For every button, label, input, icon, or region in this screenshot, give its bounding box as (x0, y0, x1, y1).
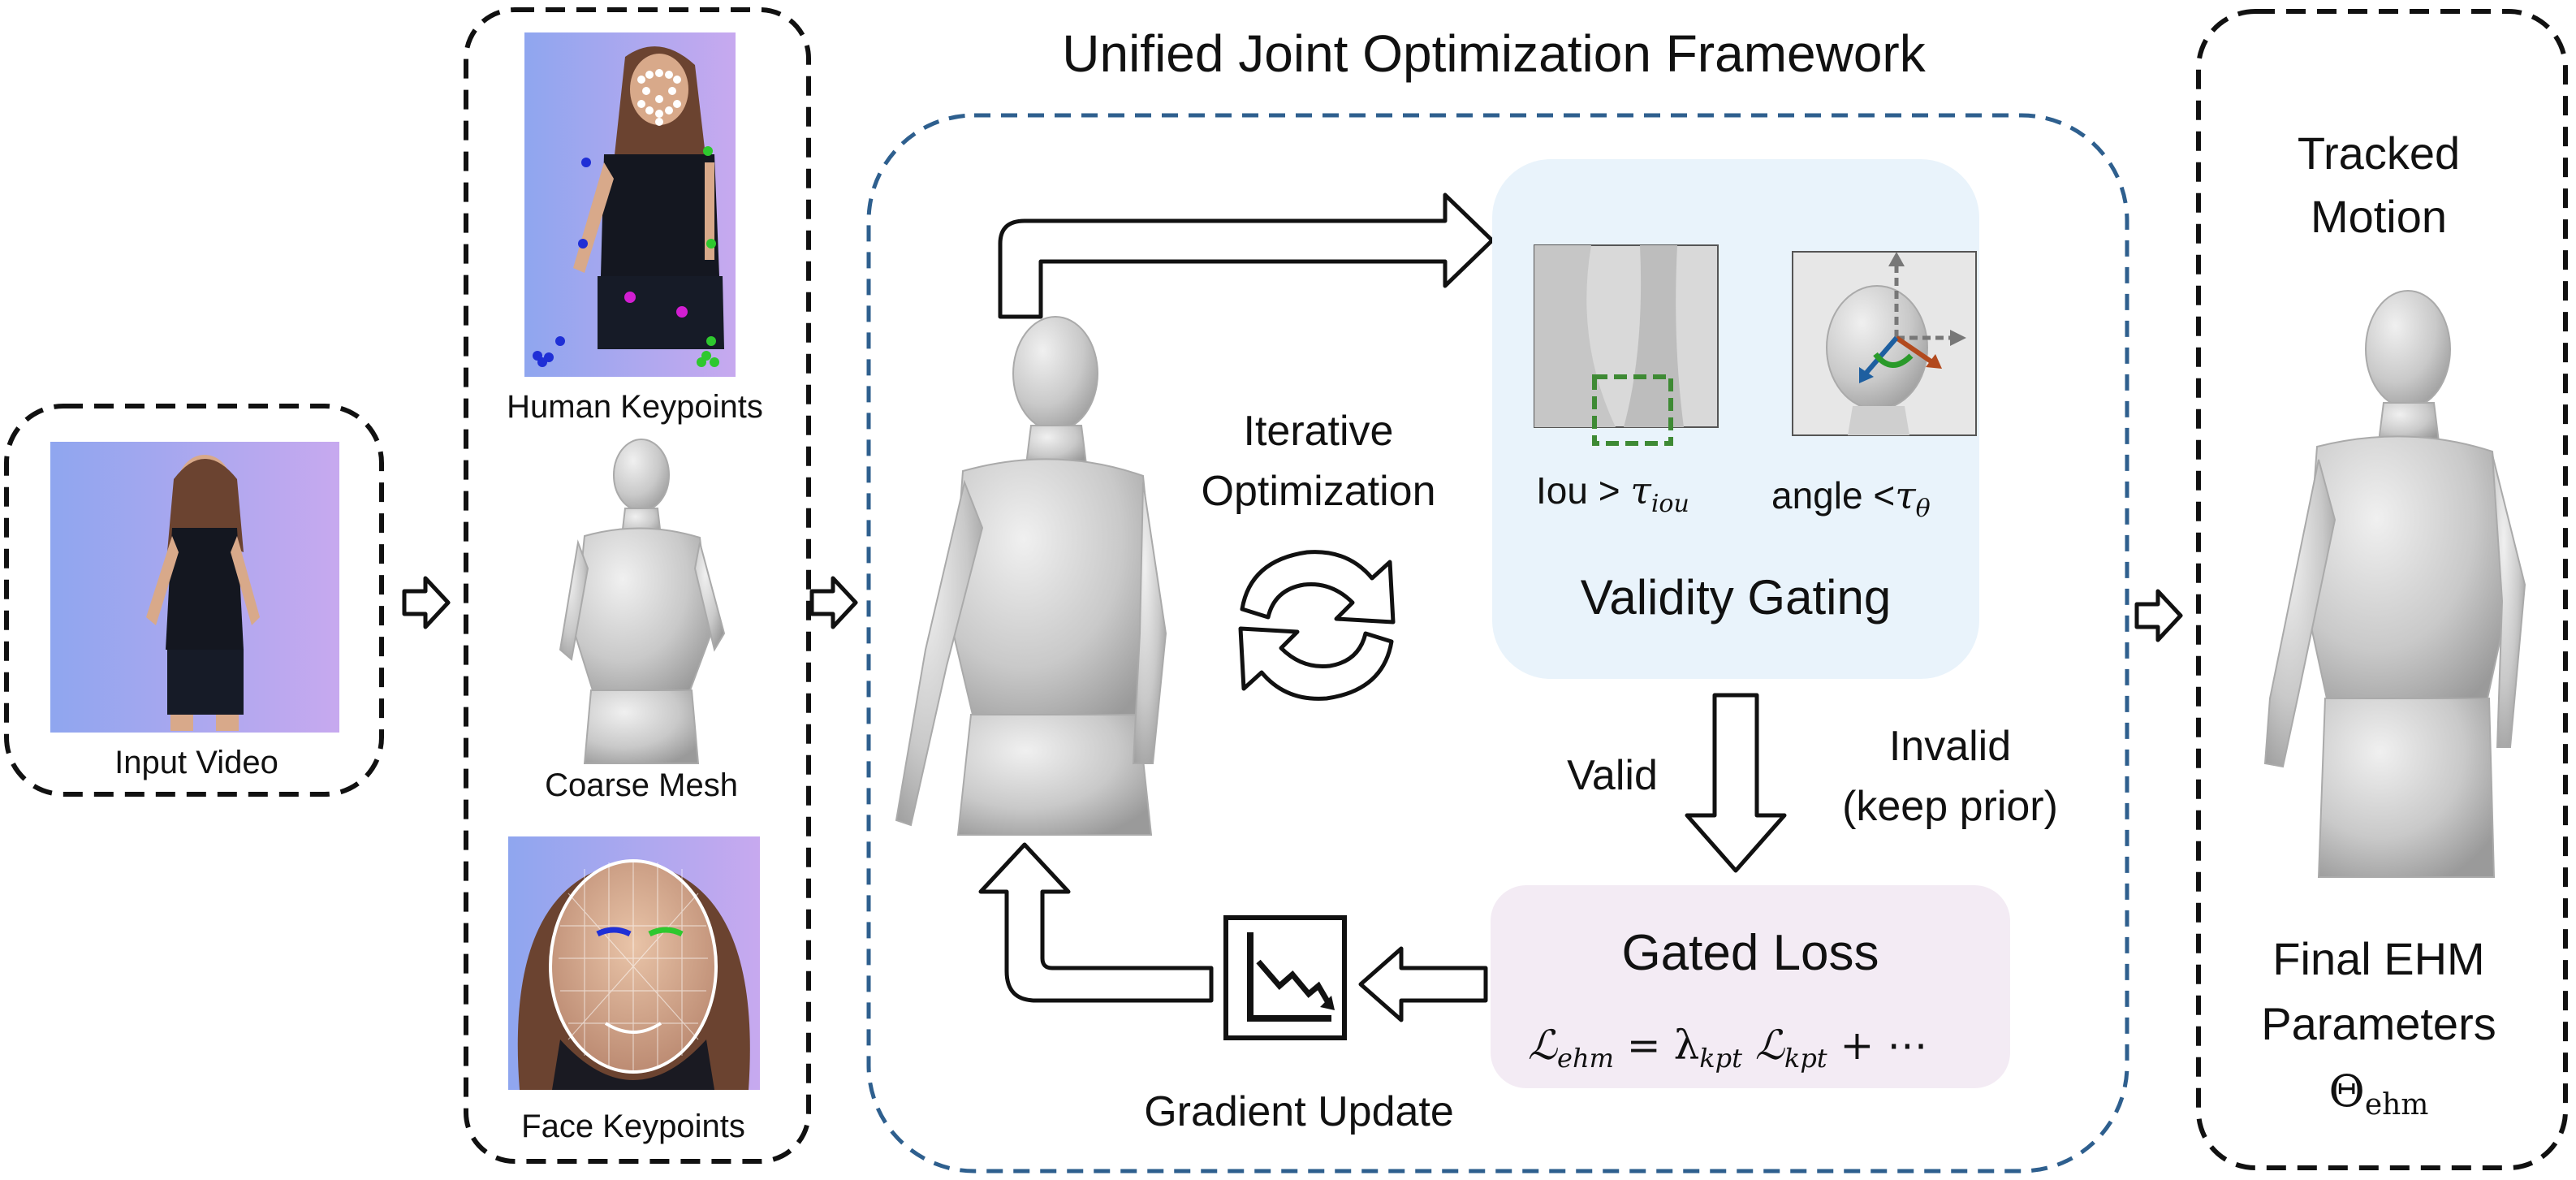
human-keypoints-label: Human Keypoints (507, 389, 763, 425)
face-landmark-dots (637, 69, 681, 126)
framework-panel (866, 113, 2129, 1174)
gated-loss-box (1491, 885, 2010, 1088)
gated-loss-title: Gated Loss (1621, 925, 1879, 981)
final-params-symbol: Θehm (2329, 1065, 2429, 1122)
arrow-loss-to-gradient (1358, 946, 1488, 1022)
loss-formula: ℒehm = λkpt ℒkpt + ⋯ (1528, 1022, 1927, 1074)
coarse-mesh-label: Coarse Mesh (545, 767, 738, 803)
arrow-input-to-preprocess (402, 576, 451, 629)
refresh-cycle-icon (1238, 550, 1396, 701)
angle-condition: angle <τθ (1771, 473, 1931, 523)
arrow-mesh-to-gating (998, 192, 1495, 319)
output-panel (2196, 9, 2568, 1170)
tracked-motion-line1: Tracked (2298, 128, 2460, 179)
preprocess-panel (464, 7, 811, 1164)
input-video-label: Input Video (114, 745, 278, 780)
iou-condition: Iou > τiou (1536, 469, 1689, 518)
invalid-label-line1: Invalid (1889, 723, 2011, 770)
face-keypoints-label: Face Keypoints (521, 1109, 745, 1144)
iou-bounding-box (1592, 374, 1673, 446)
iou-crop-image (1534, 244, 1719, 446)
tracked-mesh-figure (2263, 290, 2526, 878)
iterative-label-line1: Iterative (1244, 408, 1394, 455)
input-video-thumbnail (50, 442, 339, 733)
input-video-panel (4, 404, 384, 797)
invalid-label-line2: (keep prior) (1842, 783, 2058, 830)
arrow-gradient-to-mesh (978, 842, 1214, 1003)
tracked-motion-line2: Motion (2311, 191, 2447, 242)
gradient-chart-icon (1223, 915, 1347, 1040)
current-mesh-figure (895, 316, 1167, 836)
arrow-framework-to-output (2134, 589, 2183, 642)
arrow-preprocess-to-framework (809, 576, 858, 629)
iterative-label-line2: Optimization (1202, 468, 1436, 515)
valid-label: Valid (1567, 752, 1658, 799)
validity-gating-title: Validity Gating (1581, 570, 1891, 625)
arrow-gating-to-loss (1685, 693, 1787, 873)
face-keypoints-image (508, 836, 760, 1090)
gradient-update-label: Gradient Update (1144, 1088, 1454, 1135)
head-angle-image (1792, 251, 1977, 436)
coarse-mesh-figure (559, 439, 726, 764)
final-params-line1: Final EHM (2272, 933, 2484, 984)
human-keypoints-image (524, 32, 736, 377)
framework-title: Unified Joint Optimization Framework (1062, 24, 1926, 83)
final-params-line2: Parameters (2261, 998, 2496, 1049)
